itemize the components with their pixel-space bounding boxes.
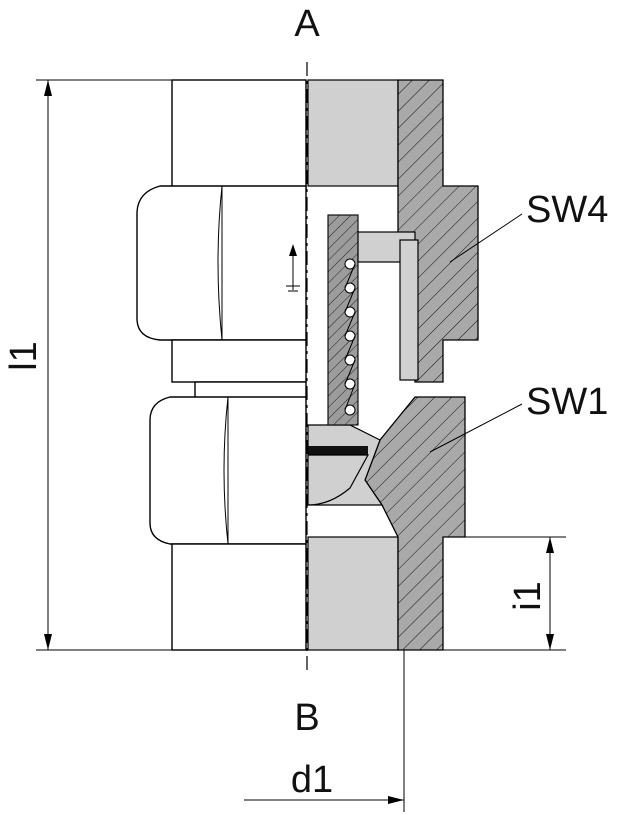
- spring: [344, 258, 356, 416]
- label-i1: i1: [507, 581, 549, 611]
- section-view: [286, 79, 479, 651]
- dimension-l1: [36, 79, 172, 651]
- leader-lines: [429, 213, 523, 453]
- seal-ring: [308, 446, 368, 455]
- dimension-d1: [244, 650, 405, 812]
- exterior-view: [136, 79, 307, 651]
- label-sw4: SW4: [526, 189, 608, 231]
- label-sw1: SW1: [526, 381, 608, 423]
- label-l1: l1: [3, 341, 45, 371]
- label-b: B: [294, 697, 319, 739]
- label-d1: d1: [291, 759, 333, 801]
- dimension-i1: [443, 536, 566, 651]
- label-a: A: [294, 3, 320, 45]
